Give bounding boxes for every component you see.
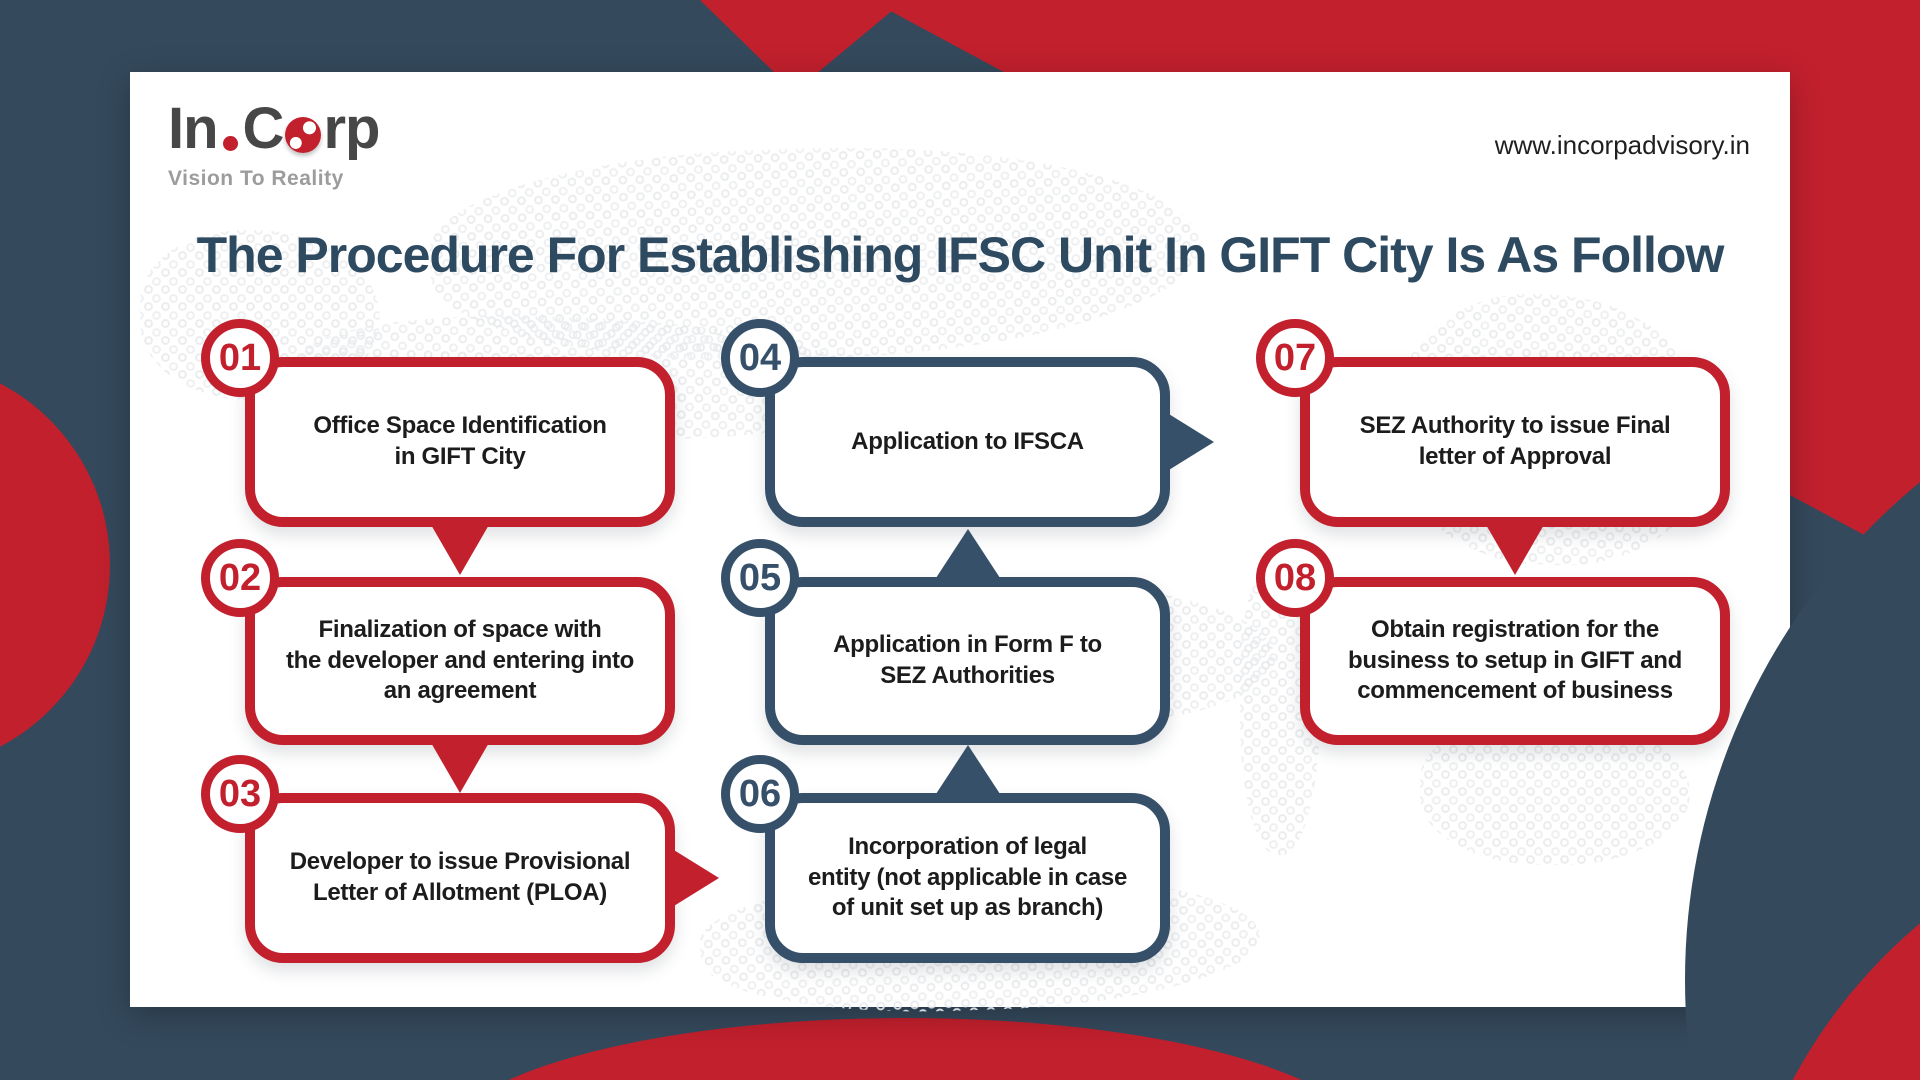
step-number-badge: 01 (201, 319, 279, 397)
step-box-05: 05 Application in Form F to SEZ Authorit… (721, 529, 1170, 745)
arrow-up-icon (933, 529, 1002, 581)
step-box-06: 06 Incorporation of legal entity (not ap… (721, 745, 1170, 963)
step-box-03: 03 Developer to issue Provisional Letter… (201, 755, 719, 963)
step-text: Finalization of space with the developer… (285, 615, 635, 705)
step-number-badge: 07 (1256, 319, 1334, 397)
arrow-right-icon (1164, 411, 1214, 473)
incorp-logo-wordmark: In C rp (168, 96, 380, 161)
page-title: The Procedure For Establishing IFSC Unit… (196, 227, 1725, 283)
step-box-04: 04 Application to IFSCA (721, 319, 1214, 527)
arrow-right-icon (669, 847, 719, 909)
logo-tagline: Vision To Reality (168, 167, 344, 190)
step-number-badge: 05 (721, 539, 799, 617)
arrow-down-icon (430, 741, 490, 793)
website-url: www.incorpadvisory.in (1494, 130, 1750, 160)
step-number-badge: 04 (721, 319, 799, 397)
globe-icon (285, 117, 322, 153)
step-box-02: 02 Finalization of space with the develo… (201, 539, 675, 793)
step-number-badge: 02 (201, 539, 279, 617)
step-number-badge: 06 (721, 755, 799, 833)
step-number-badge: 08 (1256, 539, 1334, 617)
arrow-down-icon (1485, 523, 1545, 575)
step-box-08: 08 Obtain registration for the business … (1256, 539, 1730, 745)
step-text: Application in Form F to SEZ Authorities (833, 631, 1102, 689)
logo-text-rp: rp (323, 96, 380, 161)
step-text: Application to IFSCA (851, 427, 1084, 455)
bg-shape-left-blob (0, 360, 110, 770)
arrow-up-icon (933, 745, 1002, 797)
red-dot-icon (222, 136, 238, 151)
step-number-badge: 03 (201, 755, 279, 833)
step-text: Developer to issue Provisional Letter of… (289, 848, 631, 906)
arrow-down-icon (430, 523, 490, 575)
step-box-07: 07 SEZ Authority to issue Final letter o… (1256, 319, 1730, 575)
step-text: Office Space Identification in GIFT City (313, 412, 607, 470)
logo-text-in: In (168, 96, 219, 161)
bg-shape-bottom-blob (440, 1018, 1370, 1080)
step-box-01: 01 Office Space Identification in GIFT C… (201, 319, 675, 575)
incorp-logo: In C rp Vision To Reality (168, 96, 380, 191)
logo-text-c: C (242, 96, 285, 161)
step-text: Incorporation of legal entity (not appli… (807, 832, 1128, 922)
step-text: SEZ Authority to issue Final letter of A… (1359, 412, 1671, 470)
step-text: Obtain registration for the business to … (1348, 615, 1682, 705)
